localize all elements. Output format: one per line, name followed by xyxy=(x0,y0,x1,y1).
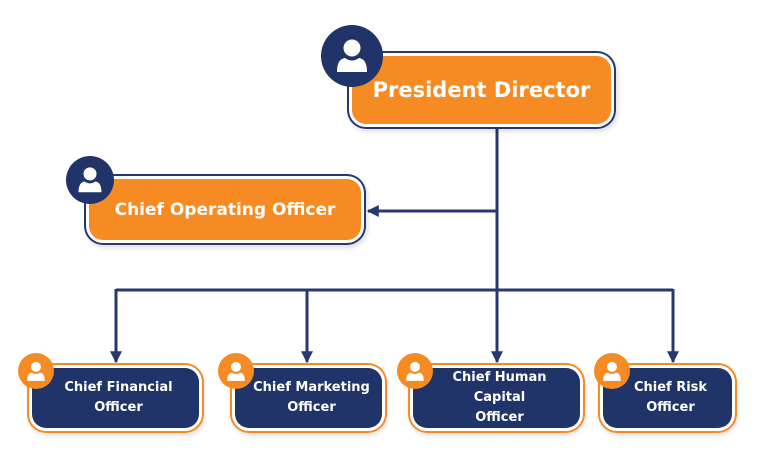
node-chief-operating-officer[interactable]: Chief Operating Officer xyxy=(89,179,361,240)
node-chief-financial-officer[interactable]: Chief Financial Officer xyxy=(32,368,199,428)
node-title-line1: Chief Risk xyxy=(633,380,708,395)
node-title-line2: Officer xyxy=(94,400,143,415)
person-icon xyxy=(321,25,383,87)
node-chief-human-capital-officer[interactable]: Chief Human Capital Officer xyxy=(413,368,580,428)
node-chief-marketing-officer[interactable]: Chief Marketing Officer xyxy=(235,368,382,428)
node-title-line2: Officer xyxy=(475,410,524,425)
node-title-line1: Chief Human Capital xyxy=(452,370,547,405)
node-president-director[interactable]: President Director xyxy=(352,56,611,124)
node-title-line2: Officer xyxy=(646,400,695,415)
node-title-line1: Chief Financial xyxy=(64,380,173,395)
person-icon xyxy=(18,353,54,389)
node-title: Chief Operating Officer xyxy=(114,199,336,220)
person-icon xyxy=(397,353,433,389)
person-icon xyxy=(218,353,254,389)
node-title-line1: Chief Marketing xyxy=(253,380,370,395)
person-icon xyxy=(66,156,114,204)
node-chief-risk-officer[interactable]: Chief Risk Officer xyxy=(603,368,732,428)
node-title: President Director xyxy=(372,78,591,102)
person-icon xyxy=(594,353,630,389)
node-title-line2: Officer xyxy=(287,400,336,415)
